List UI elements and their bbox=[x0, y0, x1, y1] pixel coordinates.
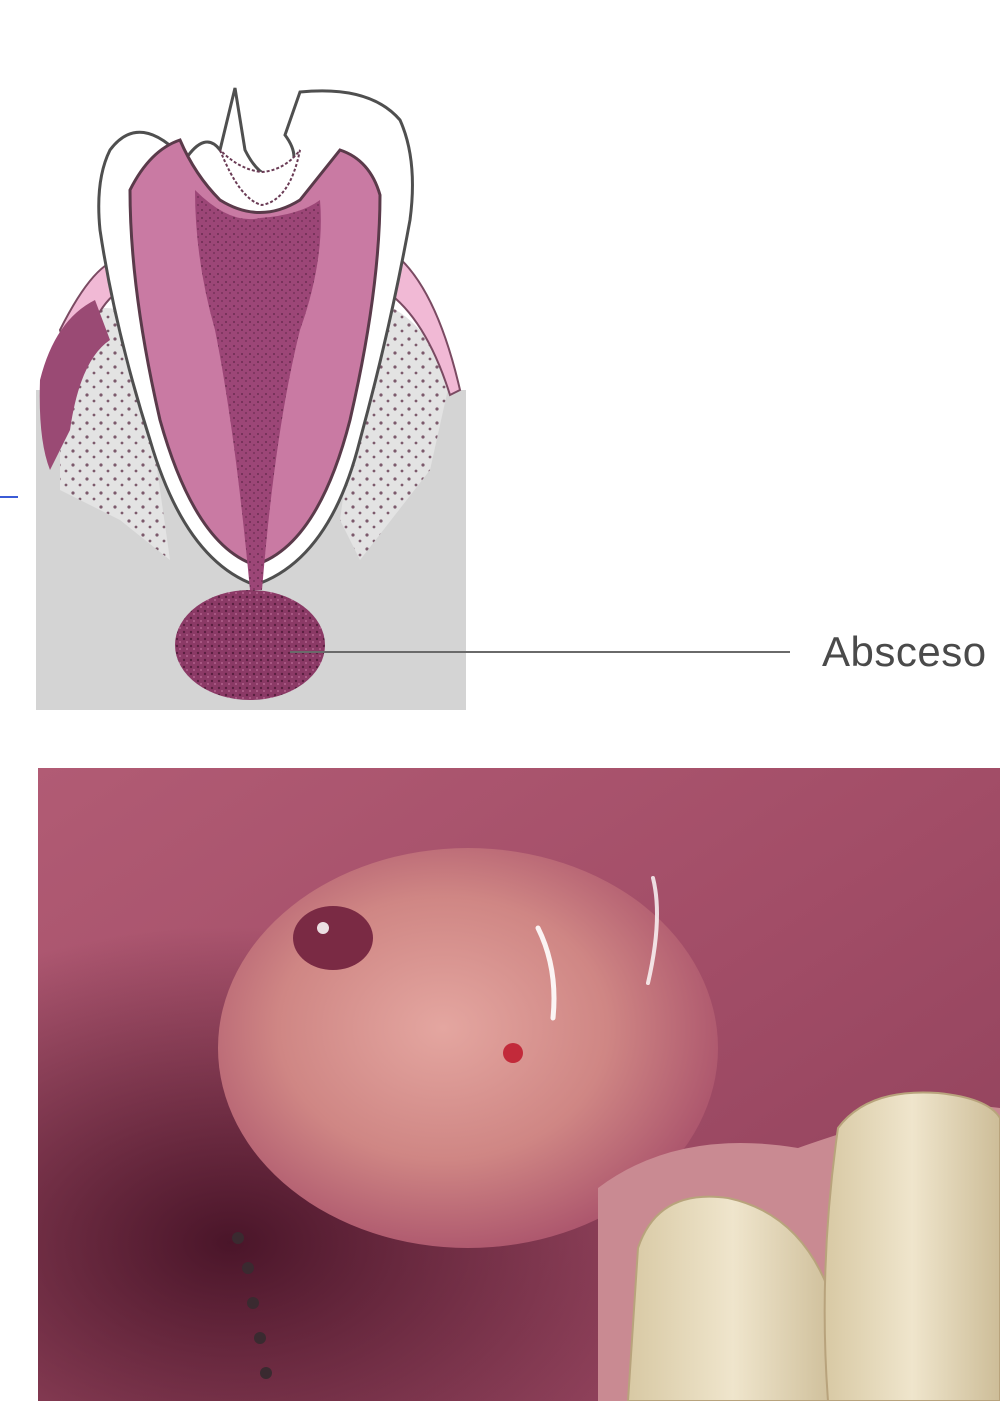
tooth-right bbox=[823, 1091, 1000, 1401]
intraoral-photo bbox=[38, 768, 1000, 1401]
bone-left-stipple bbox=[60, 308, 170, 560]
swelling-point bbox=[503, 1043, 523, 1063]
swelling-highlight-2 bbox=[646, 876, 659, 985]
tooth-pulp bbox=[195, 190, 321, 590]
swelling-highlight bbox=[535, 925, 557, 1021]
tooth-abscess-diagram bbox=[0, 87, 790, 710]
bulla-glint bbox=[317, 922, 329, 934]
periapical-abscess bbox=[175, 590, 325, 700]
suture-dots bbox=[232, 1232, 272, 1379]
abscess-label: Absceso bbox=[822, 628, 987, 675]
bone-lesion-left bbox=[39, 300, 110, 470]
caries-cavity bbox=[219, 149, 301, 207]
tooth-left bbox=[626, 1195, 840, 1401]
mucosal-bulla bbox=[293, 906, 373, 970]
